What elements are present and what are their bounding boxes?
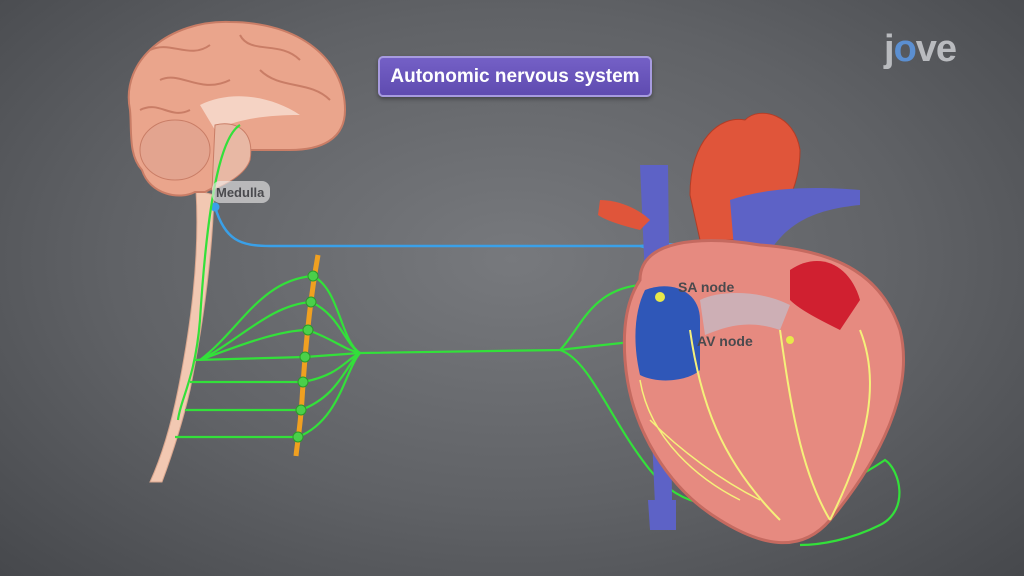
medulla-label: Medulla [216,185,265,200]
jove-logo: jove [884,28,957,71]
logo-mark: o [893,28,917,70]
brain [127,20,347,197]
ganglia [292,270,319,443]
medulla-label-bg [212,181,270,203]
heart [598,112,905,544]
spinal-cord [149,189,215,483]
sa-node-label: SA node [678,279,734,295]
logo-suffix: ve [915,28,957,70]
av-node-label: AV node [697,333,753,349]
title-banner: Autonomic nervous system [378,56,652,97]
logo-prefix: j [884,28,895,70]
medulla-dot [210,202,220,212]
